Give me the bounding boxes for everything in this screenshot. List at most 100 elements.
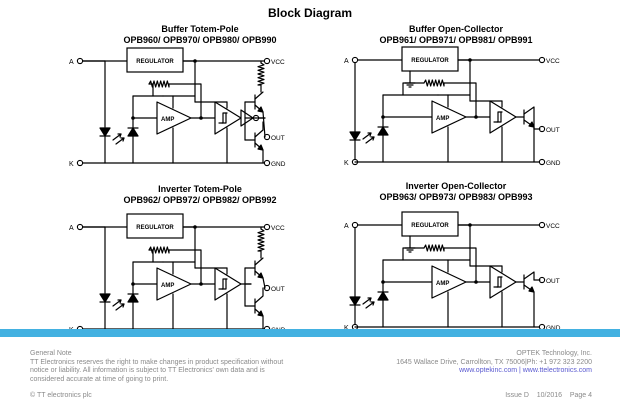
note-title: General Note xyxy=(30,350,72,357)
resistor xyxy=(257,228,265,252)
transistor-arrow xyxy=(257,144,264,151)
hysteresis-symbol xyxy=(218,112,228,124)
copyright: © TT electronics plc xyxy=(30,392,92,399)
issue-date: 10/2016 xyxy=(536,392,563,399)
feedback-wire xyxy=(168,83,202,119)
wire xyxy=(262,277,266,289)
resistor xyxy=(148,246,170,254)
hysteresis-symbol xyxy=(221,112,227,124)
vcc-label: VCC xyxy=(271,225,285,232)
resistor xyxy=(148,80,170,88)
general-note: General Note TT Electronics reserves the… xyxy=(30,350,283,384)
light-arrow xyxy=(362,132,372,140)
junction-dot xyxy=(474,115,478,119)
page-title: Block Diagram xyxy=(267,6,353,20)
light-arrow xyxy=(362,297,372,305)
light-arrow-head xyxy=(367,132,372,137)
junction-dot xyxy=(131,282,135,286)
light-arrow-head xyxy=(370,301,375,306)
note-line: considered accurate at time of going to … xyxy=(30,375,169,383)
feedback-wire xyxy=(168,249,202,285)
page-number: Page 4 xyxy=(569,392,592,399)
light-arrow xyxy=(112,133,122,141)
out-label: OUT xyxy=(271,135,285,142)
anode-label: A xyxy=(344,223,349,230)
terminal-circle xyxy=(538,221,546,229)
vcc-label: VCC xyxy=(271,59,285,66)
cathode-label: K xyxy=(69,161,74,168)
circuit-title-buffer-open-collector: Buffer Open-Collector OPB961/ OPB971/ OP… xyxy=(326,24,586,46)
cathode-label: K xyxy=(344,325,349,330)
feedback-wire xyxy=(443,82,477,118)
company-website-link[interactable]: www.optekinc.com | www.ttelectronics.com xyxy=(459,367,592,374)
junction-dot xyxy=(381,115,385,119)
circuit-name: Inverter Totem-Pole xyxy=(158,184,242,194)
light-arrow-head xyxy=(117,133,122,138)
amp-triangle xyxy=(156,267,192,301)
gnd-label: GND xyxy=(271,161,286,168)
light-arrow-head xyxy=(370,136,375,141)
terminal-circle xyxy=(351,56,359,64)
transistor-arrow xyxy=(257,272,264,279)
hysteresis-symbol xyxy=(496,111,502,123)
junction-dot xyxy=(381,280,385,284)
hysteresis-symbol xyxy=(493,276,503,288)
resistor xyxy=(257,62,265,86)
regulator-block xyxy=(126,213,184,239)
circuit-part-numbers: OPB963/ OPB973/ OPB983/ OPB993 xyxy=(379,192,533,202)
amp-triangle xyxy=(431,265,467,299)
circuit-title-inverter-totem-pole: Inverter Totem-Pole OPB962/ OPB972/ OPB9… xyxy=(70,184,330,206)
vcc-label: VCC xyxy=(546,223,560,230)
transistor-collector xyxy=(254,287,264,304)
transistor-collector xyxy=(254,121,264,138)
regulator-label: REGULATOR xyxy=(136,225,174,231)
footer-accent-bar xyxy=(0,329,620,337)
transistor-collector xyxy=(254,257,264,266)
schmitt-trigger xyxy=(489,100,517,134)
issue-info: Issue D 10/2016 Page 4 xyxy=(505,392,592,401)
out-label: OUT xyxy=(271,286,285,293)
regulator-label: REGULATOR xyxy=(136,59,174,65)
schmitt-trigger xyxy=(214,267,242,301)
light-arrow xyxy=(365,301,375,309)
anode-label: A xyxy=(69,59,74,66)
circuit-part-numbers: OPB962/ OPB972/ OPB982/ OPB992 xyxy=(123,195,277,205)
feedback-wire xyxy=(443,247,477,283)
hysteresis-symbol xyxy=(493,111,503,123)
cathode-label: K xyxy=(344,160,349,167)
diode-symbol xyxy=(377,291,389,301)
circuit-name: Inverter Open-Collector xyxy=(405,181,507,191)
company-address: 1645 Wallace Drive, Carrollton, TX 75006… xyxy=(396,358,592,366)
transistor-arrow xyxy=(257,106,264,113)
circuit-name: Buffer Open-Collector xyxy=(408,24,503,34)
transistor-arrow xyxy=(528,121,535,128)
amp-triangle xyxy=(156,101,192,135)
amp-label: AMP xyxy=(436,281,449,287)
diode-symbol xyxy=(99,127,111,137)
terminal-circle xyxy=(263,57,271,65)
cathode-label: K xyxy=(69,327,74,330)
light-arrow xyxy=(115,137,125,145)
transistor-collector xyxy=(523,271,535,281)
transistor-arrow xyxy=(528,286,535,293)
amp-label: AMP xyxy=(161,283,174,289)
note-line: notice or liability. All information is … xyxy=(30,367,265,374)
terminal-circle xyxy=(263,223,271,231)
hysteresis-symbol xyxy=(218,278,228,290)
diode-symbol xyxy=(127,127,139,137)
diode-symbol xyxy=(127,293,139,303)
light-arrow xyxy=(115,303,125,311)
amp-triangle xyxy=(431,100,467,134)
regulator-block xyxy=(401,46,459,72)
company-info: OPTEK Technology, Inc. 1645 Wallace Driv… xyxy=(396,350,592,376)
anode-label: A xyxy=(344,58,349,65)
issue-label: Issue D xyxy=(505,392,529,399)
light-arrow-head xyxy=(120,137,125,142)
light-arrow-head xyxy=(367,297,372,302)
schematic-buffer-totem-pole: A K VCC GND OUT REGULATOR AMP xyxy=(69,47,286,168)
amp-label: AMP xyxy=(161,117,174,123)
gnd-label: GND xyxy=(546,160,561,167)
terminal-circle xyxy=(263,159,271,167)
